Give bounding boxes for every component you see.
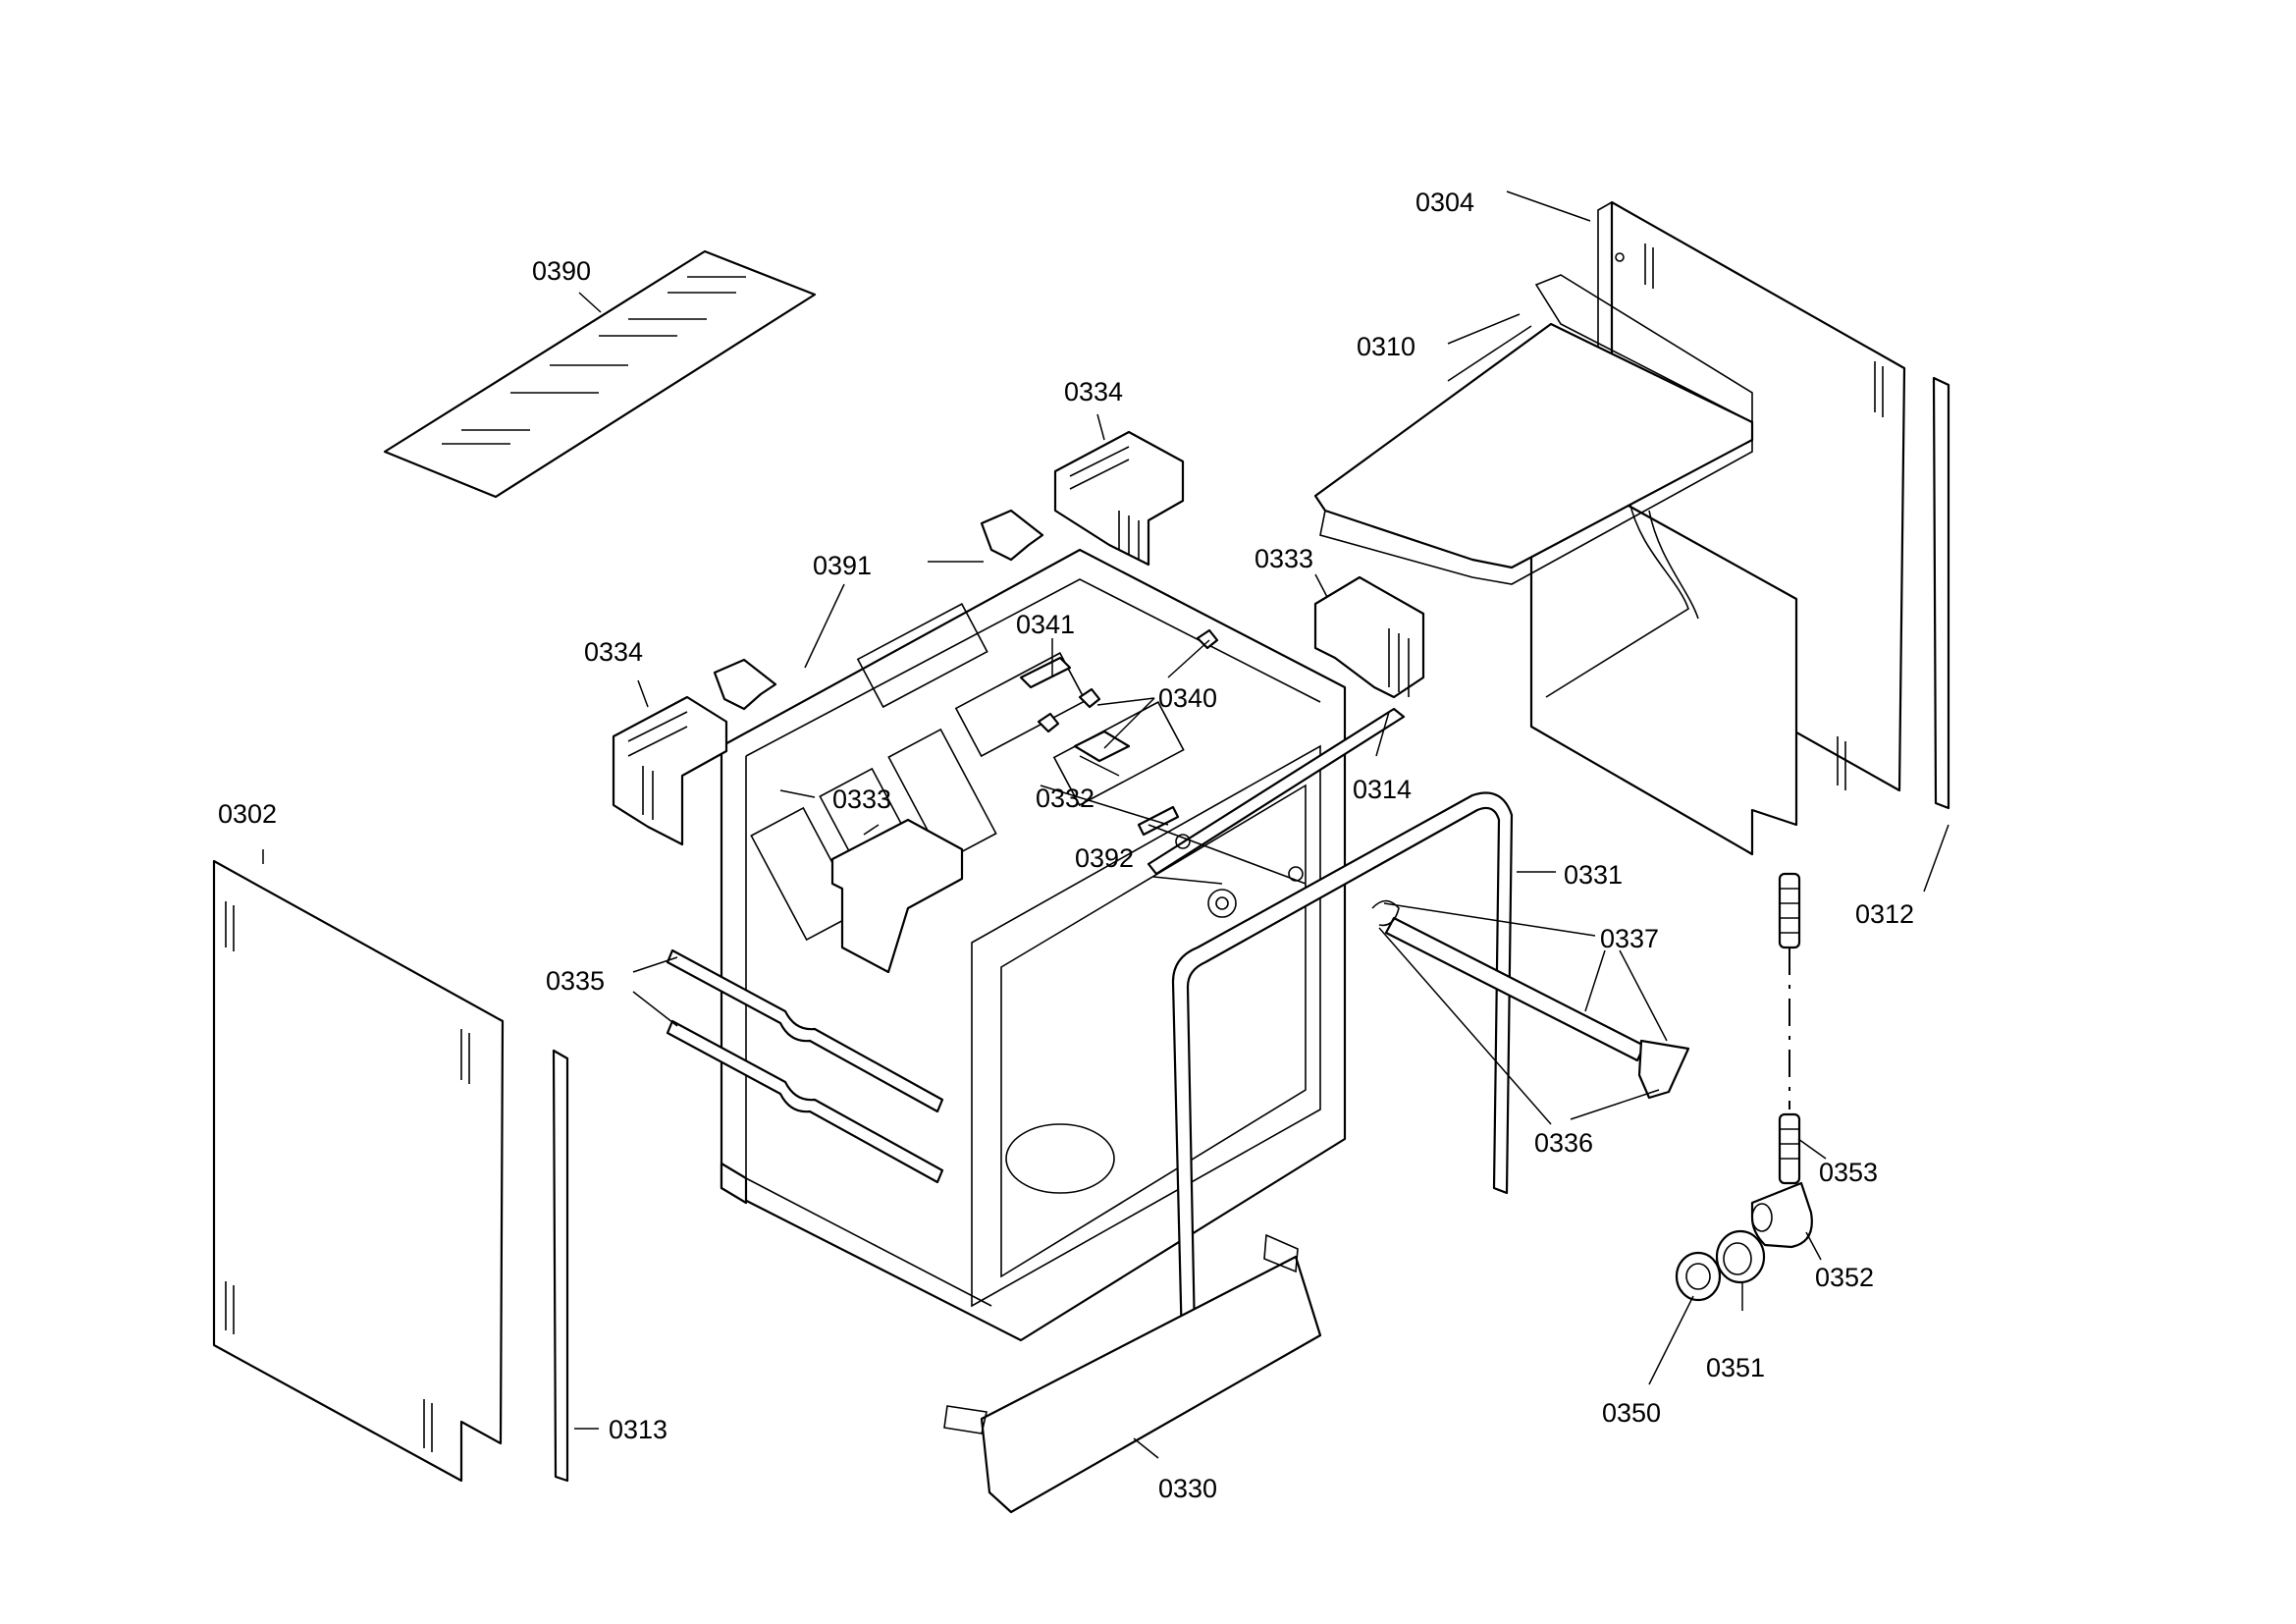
label-0331: 0331 — [1564, 860, 1623, 890]
label-0391: 0391 — [813, 551, 872, 580]
part-tub-body — [720, 548, 1347, 1342]
label-0340: 0340 — [1158, 683, 1217, 713]
label-0302: 0302 — [218, 799, 277, 829]
part-0391-brackets — [713, 509, 1044, 711]
label-0314: 0314 — [1353, 775, 1412, 804]
part-0314-gasket — [1147, 707, 1406, 876]
label-0390: 0390 — [532, 256, 591, 286]
label-0334-top: 0334 — [1064, 377, 1123, 406]
label-0313: 0313 — [609, 1415, 667, 1444]
label-0351: 0351 — [1706, 1353, 1765, 1382]
part-0330-kickplate — [943, 1233, 1322, 1514]
label-0334-left: 0334 — [584, 637, 643, 667]
part-0313-side-trim — [552, 1049, 569, 1483]
label-0333-right: 0333 — [1255, 544, 1313, 573]
part-0352-elbow — [1750, 1181, 1813, 1249]
label-0350: 0350 — [1602, 1398, 1661, 1428]
label-0332: 0332 — [1036, 784, 1095, 813]
part-0312-side-trim — [1932, 376, 1950, 810]
part-0390-insulation-mat — [383, 249, 817, 499]
label-0341: 0341 — [1016, 610, 1075, 639]
label-0353: 0353 — [1819, 1158, 1878, 1187]
part-0351-ring — [1715, 1229, 1766, 1284]
label-0392: 0392 — [1075, 843, 1134, 873]
label-0335: 0335 — [546, 966, 605, 996]
label-0337: 0337 — [1600, 924, 1659, 953]
part-0310-base-assembly — [1313, 274, 1846, 856]
part-0350-cap — [1675, 1251, 1722, 1302]
label-0310: 0310 — [1357, 332, 1415, 361]
label-0336: 0336 — [1534, 1128, 1593, 1158]
part-0302-side-panel — [212, 859, 505, 1483]
part-small-components — [1019, 628, 1307, 918]
part-0334-top-clip — [1053, 430, 1185, 567]
label-0352: 0352 — [1815, 1263, 1874, 1292]
label-0312: 0312 — [1855, 899, 1914, 929]
part-0335-rails — [666, 948, 944, 1184]
label-0333-left: 0333 — [832, 785, 891, 814]
part-0333-right-cover — [1313, 575, 1425, 699]
part-0334-left-clip — [612, 695, 728, 846]
part-0337-hinge-arm — [1371, 899, 1690, 1100]
part-labels: 0304 0390 0310 0334 0333 0391 0341 0334 … — [218, 188, 1914, 1503]
part-0331-door-seal — [1171, 791, 1514, 1386]
label-0330: 0330 — [1158, 1474, 1217, 1503]
leader-lines — [262, 190, 1949, 1459]
label-0304: 0304 — [1415, 188, 1474, 217]
part-0353-hose — [1778, 872, 1801, 1185]
part-0333-left-cover — [830, 818, 964, 974]
